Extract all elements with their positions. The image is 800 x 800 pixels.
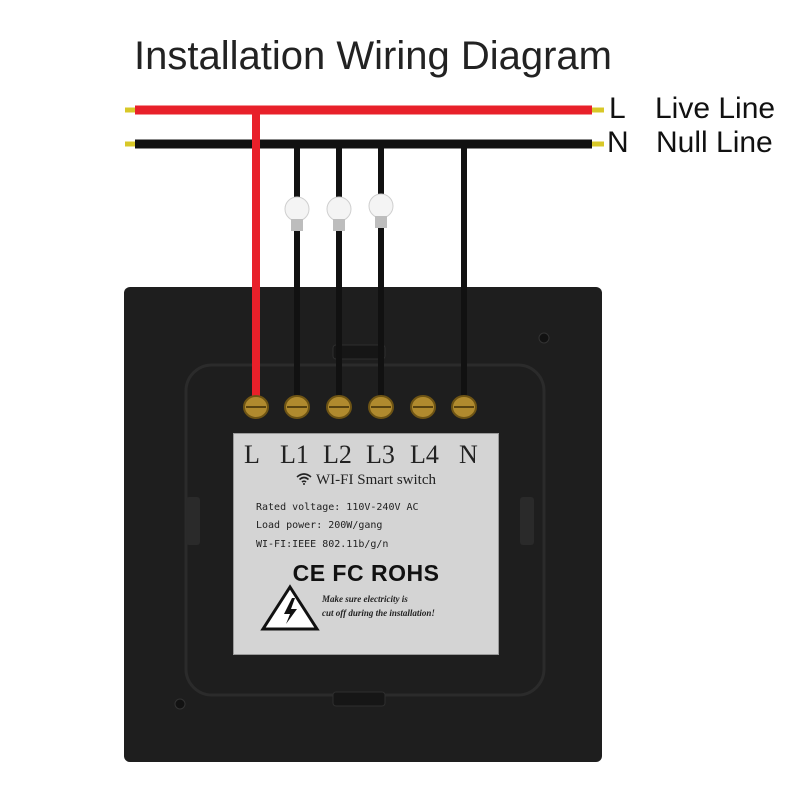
terminal-label-n: N: [459, 440, 478, 469]
terminal-screw-l: [243, 395, 269, 419]
terminal-screw-l4: [410, 395, 436, 419]
diagram-title: Installation Wiring Diagram: [134, 34, 612, 78]
bulb-icon: [368, 193, 394, 228]
product-name-row: WI-FI Smart switch: [234, 472, 498, 489]
product-label: L L1 L2 L3 L4 N WI-FI Smart switch Rated…: [233, 433, 499, 655]
live-line-name: Live Line: [655, 92, 776, 125]
terminal-label-l3: L3: [366, 440, 395, 469]
terminal-label-l1: L1: [280, 440, 309, 469]
bulb-icon: [284, 196, 310, 231]
certification-marks: CE FC ROHS: [292, 560, 440, 586]
warning-triangle-icon: [260, 584, 320, 631]
terminal-label-l: L: [244, 440, 260, 469]
live-line-letter: L: [609, 92, 626, 125]
null-line-name: Null Line: [656, 126, 773, 159]
bottom-slot: [332, 691, 386, 707]
terminal-label-l2: L2: [323, 440, 352, 469]
load-power-text: Load power: 200W/gang: [256, 520, 383, 531]
terminal-screw-n: [451, 395, 477, 419]
screw-hole-bottom-left: [174, 698, 186, 710]
screw-hole-top-right: [538, 332, 550, 344]
terminal-screw-l1: [284, 395, 310, 419]
terminal-labels: L L1 L2 L3 L4 N: [234, 440, 498, 470]
terminal-screw-l3: [368, 395, 394, 419]
switch-top-notch: [332, 344, 386, 360]
left-clip: [186, 497, 200, 545]
warning-text-line1: Make sure electricity is: [322, 594, 408, 604]
terminal-screw-l2: [326, 395, 352, 419]
product-name: WI-FI Smart switch: [316, 472, 436, 488]
rated-voltage-text: Rated voltage: 110V-240V AC: [256, 502, 419, 513]
null-line-letter: N: [607, 126, 629, 159]
wifi-icon: [296, 473, 312, 485]
bulb-icon: [326, 196, 352, 231]
right-clip: [520, 497, 534, 545]
warning-text-line2: cut off during the installation!: [322, 608, 435, 618]
terminal-label-l4: L4: [410, 440, 439, 469]
wifi-standard-text: WI-FI:IEEE 802.11b/g/n: [256, 539, 389, 550]
